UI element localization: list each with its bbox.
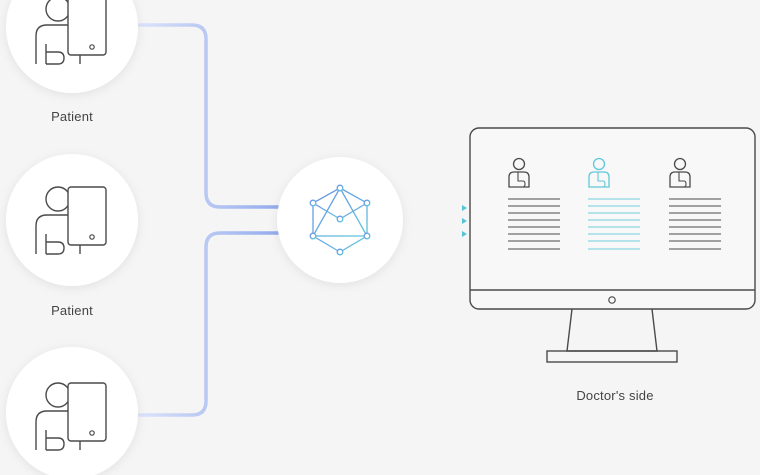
doctor-side-label: Doctor's side bbox=[576, 388, 654, 403]
patient-connection-lines bbox=[130, 23, 292, 417]
patient-node-3 bbox=[6, 347, 138, 475]
profile-column-2-highlighted bbox=[588, 157, 640, 250]
connection-line-top bbox=[130, 23, 292, 209]
patient-node-2 bbox=[6, 154, 138, 286]
patient-node-1 bbox=[6, 0, 138, 93]
connection-line-bottom bbox=[130, 231, 292, 417]
patient-label-2: Patient bbox=[51, 303, 93, 318]
network-hub bbox=[277, 157, 403, 283]
monitor-icon bbox=[469, 127, 756, 363]
profile-column-1 bbox=[508, 157, 560, 250]
profile-column-3 bbox=[669, 157, 721, 250]
doctor-connection-lines bbox=[396, 205, 467, 237]
patient-label-1: Patient bbox=[51, 109, 93, 124]
